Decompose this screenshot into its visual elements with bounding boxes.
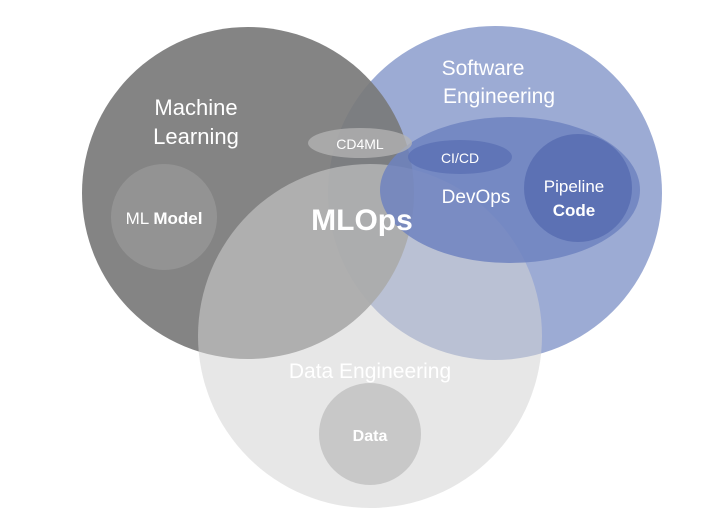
ml-model-prefix: ML <box>126 209 149 228</box>
data-engineering-label: Data Engineering <box>289 360 451 383</box>
cd4ml-ellipse <box>308 128 412 158</box>
code-label: Code <box>553 201 596 220</box>
pipeline-label: Pipeline <box>544 177 605 196</box>
ml-model-label: ML Model <box>126 209 203 228</box>
mlops-label: MLOps <box>311 204 413 237</box>
data-circle <box>319 383 421 485</box>
cicd-ellipse <box>408 140 512 174</box>
cd4ml-label: CD4ML <box>336 136 384 152</box>
data-label: Data <box>353 428 388 445</box>
machine-learning-label-line2: Learning <box>153 124 239 149</box>
cicd-label: CI/CD <box>441 150 479 166</box>
software-engineering-label-line2: Engineering <box>443 85 555 108</box>
pipeline-code-circle <box>524 134 632 242</box>
software-engineering-label-line1: Software <box>442 57 525 80</box>
machine-learning-label-line1: Machine <box>154 95 237 120</box>
ml-model-bold: Model <box>153 209 202 228</box>
ml-model-circle <box>111 164 217 270</box>
devops-label: DevOps <box>442 187 511 208</box>
